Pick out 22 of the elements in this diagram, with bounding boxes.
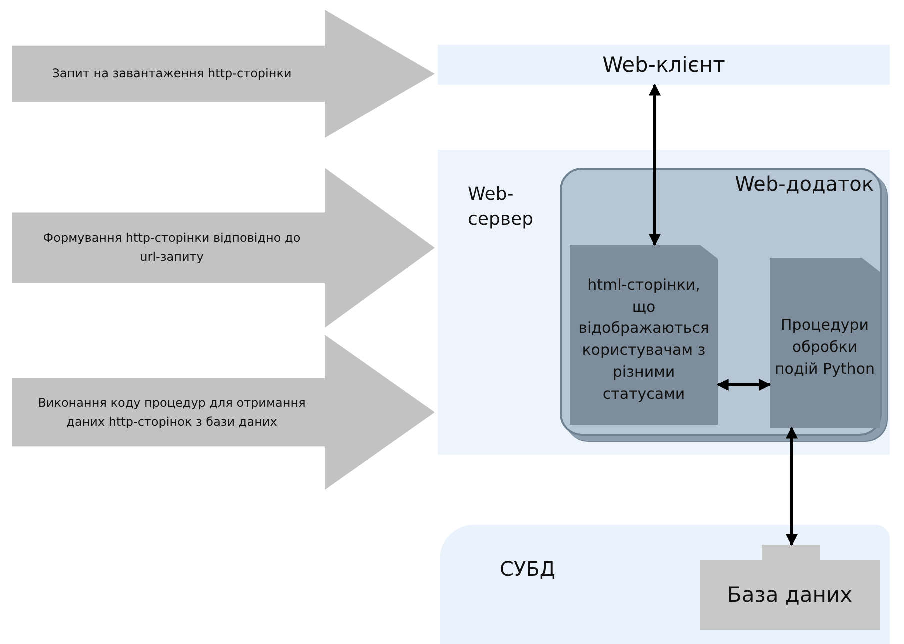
arrow-label: Запит на завантаження http-сторінки	[51, 65, 293, 82]
arrow-label: Формування http-сторінки відповідно до url-запиту	[42, 230, 302, 266]
band-title: Web-клієнт	[602, 53, 726, 77]
document-shape	[770, 258, 880, 428]
panel-title: Web-додаток	[735, 172, 874, 196]
double-arrow	[716, 379, 772, 391]
server-band	[438, 150, 890, 455]
document-text: html-сторінки, що відображаються користувачам з різними статусами	[578, 274, 710, 404]
dbms-band	[440, 525, 890, 644]
document-text: Процедури обробки подій Python	[774, 315, 876, 380]
document-shape	[570, 245, 718, 425]
band-title: СУБД	[500, 557, 556, 581]
double-arrow	[649, 84, 661, 246]
client-band	[438, 45, 890, 85]
double-arrow	[786, 426, 798, 546]
database-folder	[700, 545, 880, 630]
process-step-shape	[12, 168, 435, 328]
database-label: База даних	[727, 583, 853, 607]
arrow-label: Виконання коду процедур для отримання даних http-сторінок з бази даних	[37, 394, 307, 430]
process-step-shape	[12, 335, 435, 490]
process-step-shape	[12, 10, 435, 138]
band-title: Web-сервер	[468, 183, 535, 232]
